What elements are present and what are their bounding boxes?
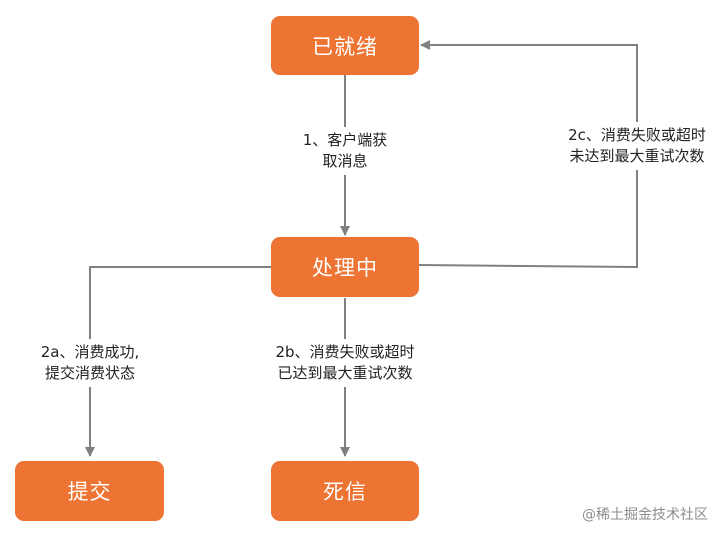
edge-label-success: 2a、消费成功, 提交消费状态 [34,339,146,387]
node-processing: 处理中 [271,237,419,297]
edge-success-line [85,266,272,457]
edge-label-success-line1: 2a、消费成功, [40,343,140,361]
edge-label-retry-line1: 2c、消费失败或超时 [568,126,706,144]
edge-label-fetch-line1: 1、客户端获 [302,131,388,149]
edge-label-retry-line2: 未达到最大重试次数 [569,147,705,165]
node-ready: 已就绪 [271,16,419,75]
edge-label-retry: 2c、消费失败或超时 未达到最大重试次数 [562,122,712,170]
edge-label-dead-line1: 2b、消费失败或超时 [275,343,415,361]
edge-label-fetch-line2: 取消息 [322,152,368,170]
edge-label-success-line2: 提交消费状态 [44,364,136,382]
edge-label-dead: 2b、消费失败或超时 已达到最大重试次数 [269,339,421,387]
edge-label-fetch: 1、客户端获 取消息 [296,127,394,175]
node-dead-letter: 死信 [271,461,419,521]
node-commit: 提交 [15,461,164,521]
edge-label-dead-line2: 已达到最大重试次数 [277,364,413,382]
watermark: @稀土掘金技术社区 [582,507,708,523]
